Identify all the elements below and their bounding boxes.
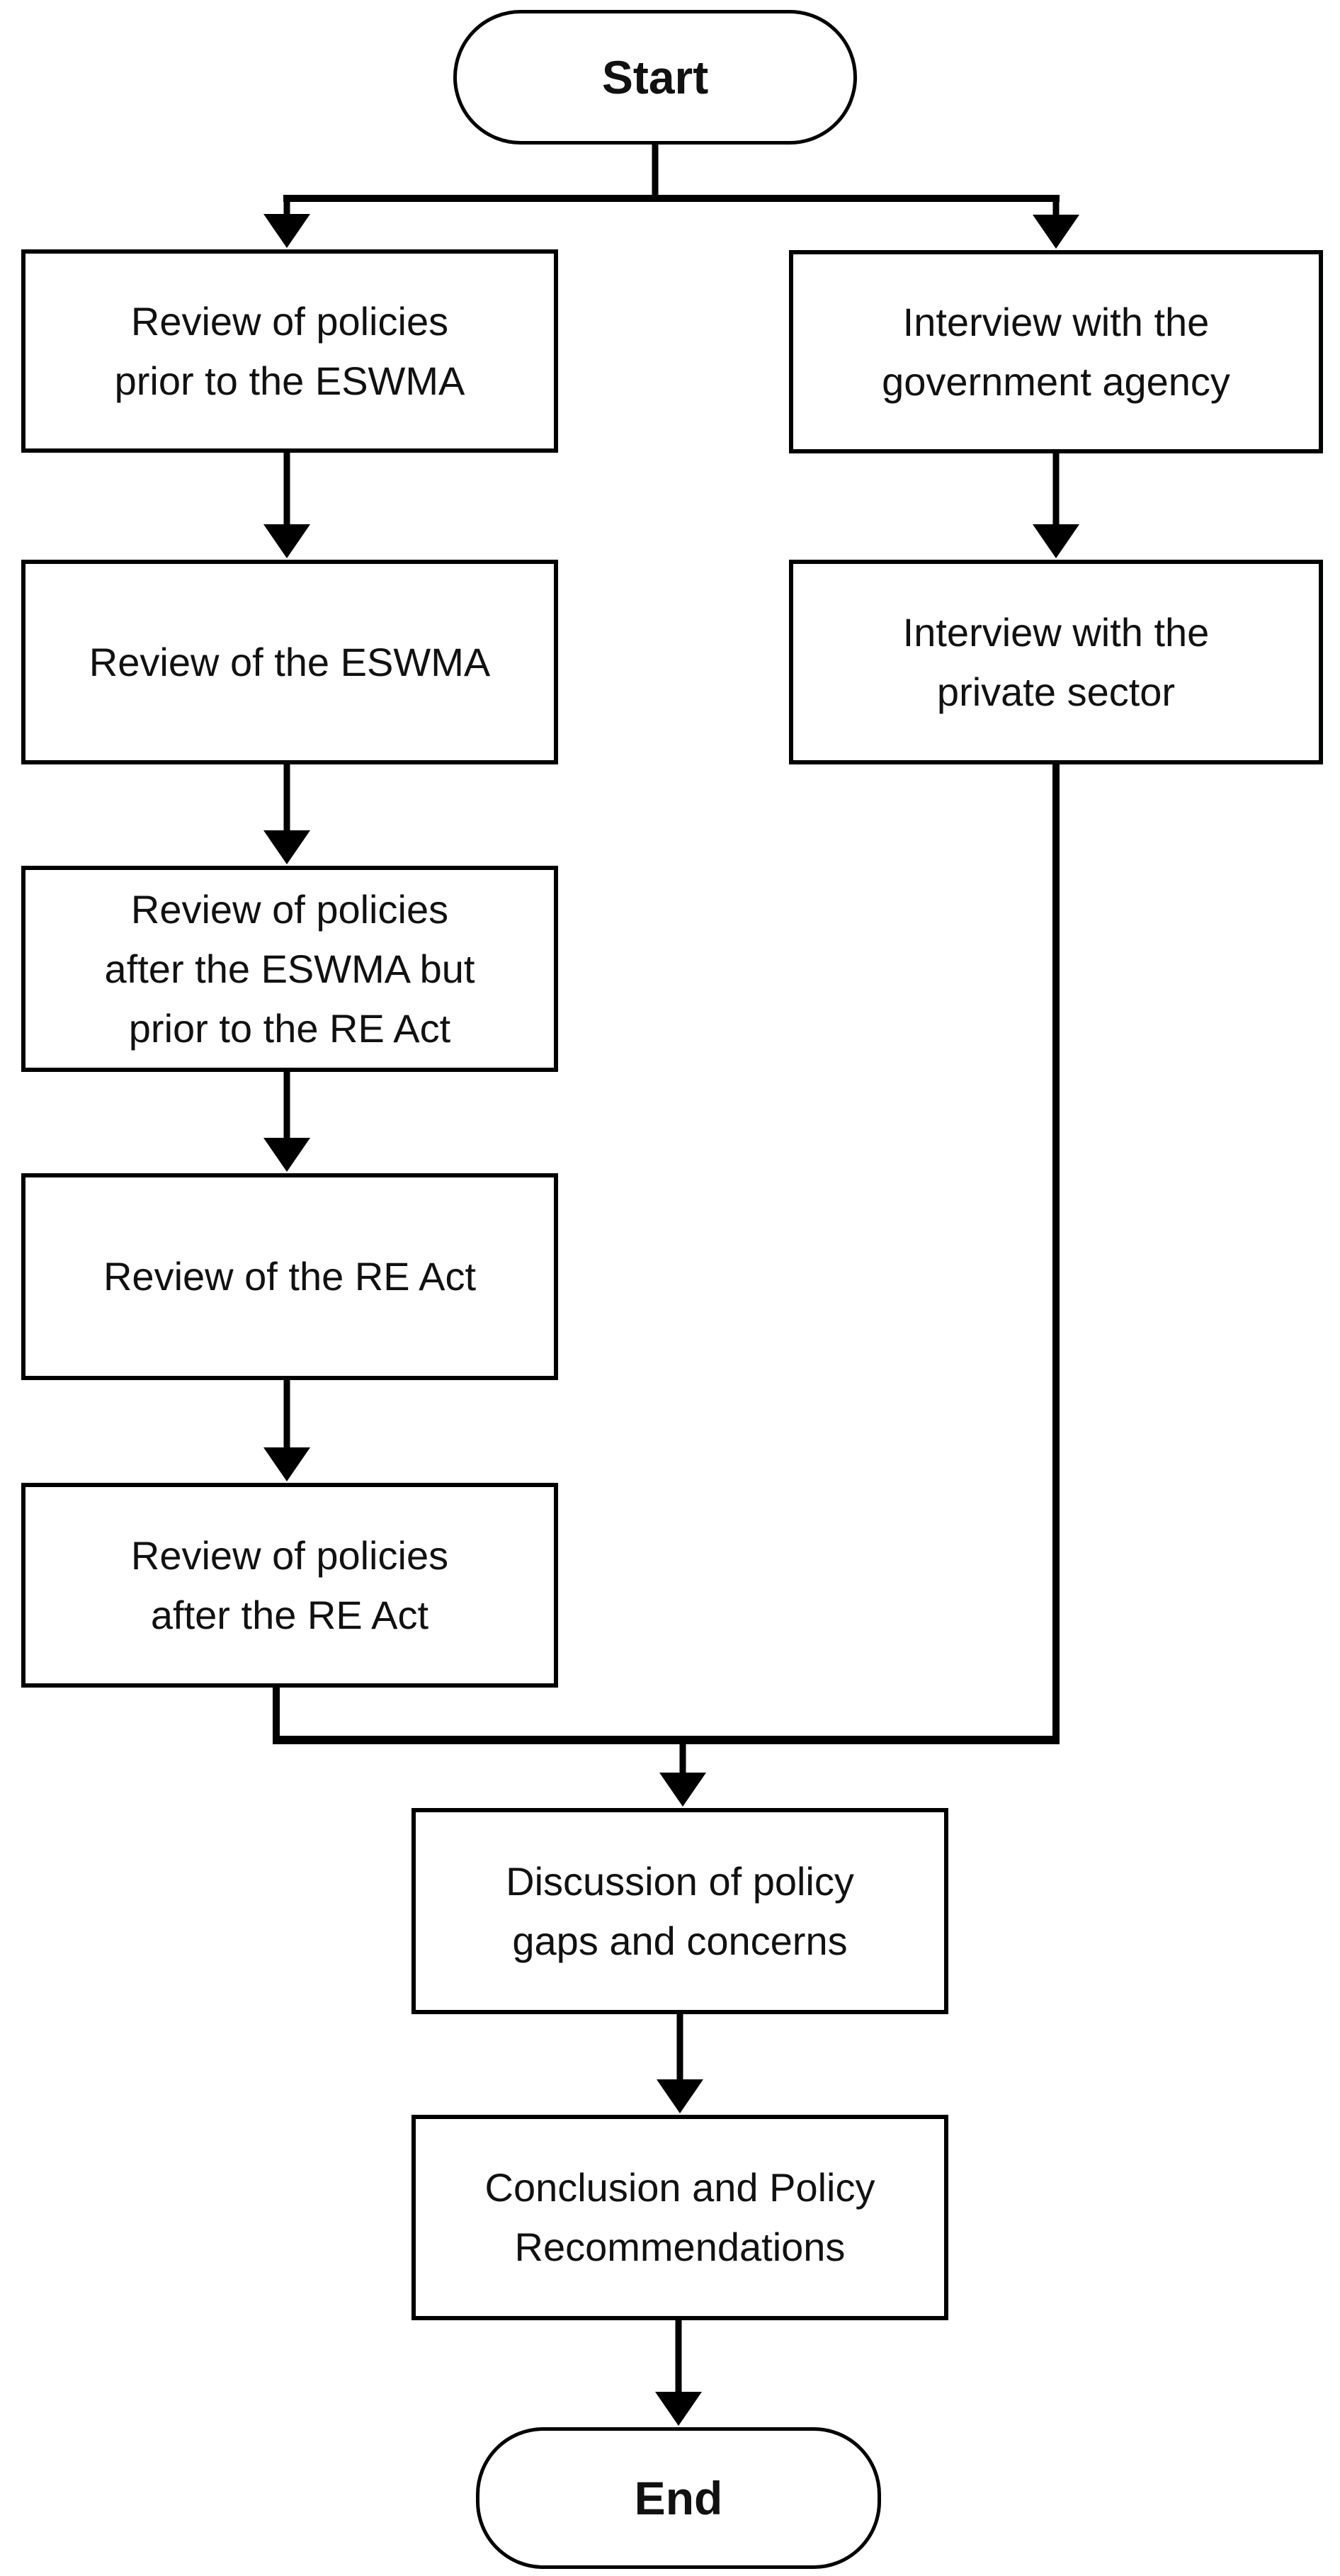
node-review-after-eswma-prior-re-act: Review of policies after the ESWMA but p… xyxy=(21,866,558,1072)
edge-merge-to-discussion xyxy=(659,1740,706,1807)
edge-review-re-act-to-review-after-re-act xyxy=(263,1380,310,1481)
node-review-after-re-act: Review of policies after the RE Act xyxy=(21,1483,558,1688)
node-review-re-act: Review of the RE Act xyxy=(21,1173,558,1380)
edge-review-eswma-to-review-after-eswma xyxy=(263,764,310,864)
node-review-prior-eswma: Review of policies prior to the ESWMA xyxy=(21,249,558,453)
node-start: Start xyxy=(453,10,857,145)
node-review-eswma: Review of the ESWMA xyxy=(21,560,558,764)
node-discussion: Discussion of policy gaps and concerns xyxy=(411,1808,948,2014)
edge-review-prior-to-review-eswma xyxy=(263,453,310,558)
edge-branch-to-interview-government xyxy=(1033,195,1079,249)
edge-branch-to-review-prior-eswma xyxy=(263,195,310,248)
edge-conclusion-to-end xyxy=(655,2320,702,2426)
node-end: End xyxy=(476,2427,881,2569)
edge-interview-government-to-interview-private xyxy=(1033,453,1079,558)
node-conclusion: Conclusion and Policy Recommendations xyxy=(411,2115,948,2320)
edge-review-after-eswma-to-review-re-act xyxy=(263,1072,310,1172)
edge-discussion-to-conclusion xyxy=(657,2014,703,2113)
node-interview-private: Interview with the private sector xyxy=(789,560,1323,764)
node-interview-government: Interview with the government agency xyxy=(789,250,1323,453)
